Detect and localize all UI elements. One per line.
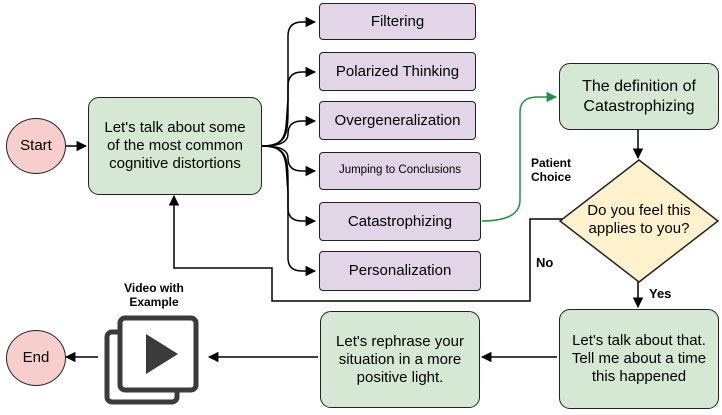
- talk-step: Let's talk about that. Tell me about a t…: [559, 309, 719, 409]
- patient-choice-label: Patient Choice: [530, 156, 571, 184]
- edge-catastrophizing-definition: [481, 91, 558, 222]
- option-personalization: Personalization: [319, 251, 481, 291]
- intro-step: Let's talk about some of the most common…: [88, 97, 262, 195]
- start-node: Start: [6, 118, 66, 174]
- edge-intro-jumping: [261, 145, 317, 177]
- yes-label: Yes: [649, 286, 672, 301]
- edge-intro-personalization: [261, 145, 317, 277]
- option-overgeneralization: Overgeneralization: [319, 101, 476, 140]
- end-node: End: [6, 330, 66, 386]
- video-play-icon: [104, 315, 199, 405]
- decision-diamond: [558, 159, 720, 283]
- option-jumping-to-conclusions: Jumping to Conclusions: [319, 152, 481, 190]
- option-catastrophizing: Catastrophizing: [319, 202, 481, 241]
- option-polarized-thinking: Polarized Thinking: [319, 52, 476, 91]
- edge-no-intro: [168, 194, 566, 302]
- video-caption: Video with Example: [124, 281, 184, 309]
- decision-question: Do you feel this applies to you?: [587, 202, 691, 237]
- no-label: No: [536, 255, 554, 270]
- edge-intro-polarized: [261, 66, 317, 147]
- rephrase-step: Let's rephrase your situation in a more …: [320, 311, 480, 408]
- option-filtering: Filtering: [319, 3, 476, 40]
- definition-step: The definition of Catastrophizing: [559, 63, 719, 130]
- edge-intro-overgeneralization: [261, 115, 317, 147]
